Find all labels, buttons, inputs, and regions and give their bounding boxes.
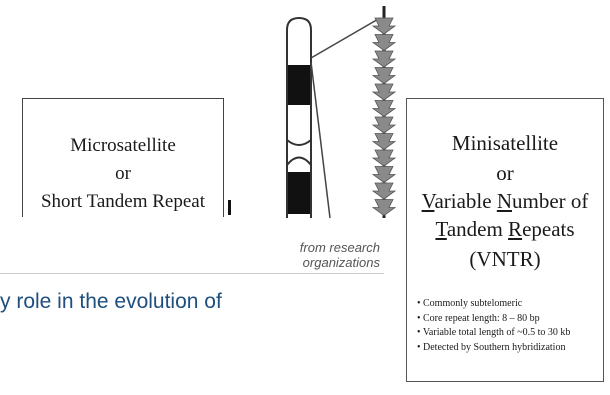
- bullet-item: • Detected by Southern hybridization: [417, 341, 566, 353]
- chromosome-band-1: [288, 65, 310, 105]
- zoom-line-lower: [310, 61, 331, 219]
- repeat-arrow: [371, 199, 397, 216]
- repeat-arrow: [371, 116, 397, 134]
- micro-title: Microsatellite: [70, 135, 176, 156]
- repeat-arrow: [371, 166, 397, 183]
- repeat-arrow: [371, 50, 397, 68]
- source-caption: from research organizations: [299, 240, 380, 270]
- repeat-arrow: [371, 133, 397, 150]
- repeat-arrow: [371, 149, 397, 167]
- bullet-item: • Variable total length of ~0.5 to 30 kb: [417, 327, 571, 338]
- divider-line: [0, 273, 384, 274]
- cut-edge-mark: [228, 200, 231, 215]
- zoom-line-upper: [310, 17, 381, 59]
- repeat-arrow: [371, 67, 397, 84]
- vntr-acronym: (VNTR): [469, 247, 541, 271]
- micro-or: or: [115, 163, 131, 184]
- repeat-arrow: [371, 34, 397, 51]
- mini-or: or: [496, 161, 514, 185]
- bullet-item: • Commonly subtelomeric: [417, 298, 523, 309]
- bullet-item: • Core repeat length: 8 – 80 bp: [417, 312, 540, 324]
- repeat-arrow: [371, 100, 397, 117]
- micro-subtitle: Short Tandem Repeat: [40, 191, 205, 212]
- chromosome-centromere: [286, 139, 312, 146]
- vntr-line-1: Variable Number of: [421, 189, 589, 213]
- repeat-arrows: [371, 17, 397, 216]
- mini-bullet-list: • Commonly subtelomeric • Core repeat le…: [417, 297, 601, 355]
- vntr-line-2: Tandem Repeats: [435, 217, 575, 241]
- chromosome-band-2: [288, 172, 310, 214]
- mini-title: Minisatellite: [451, 131, 559, 155]
- microsatellite-box: Microsatellite or Short Tandem Repeat: [22, 98, 224, 217]
- minisatellite-box: Minisatellite or Variable Number of Tand…: [406, 98, 604, 382]
- repeat-arrow: [371, 17, 397, 35]
- slide-body-text: y role in the evolution of: [0, 290, 222, 313]
- repeat-arrow: [371, 182, 397, 200]
- repeat-arrow: [371, 83, 397, 101]
